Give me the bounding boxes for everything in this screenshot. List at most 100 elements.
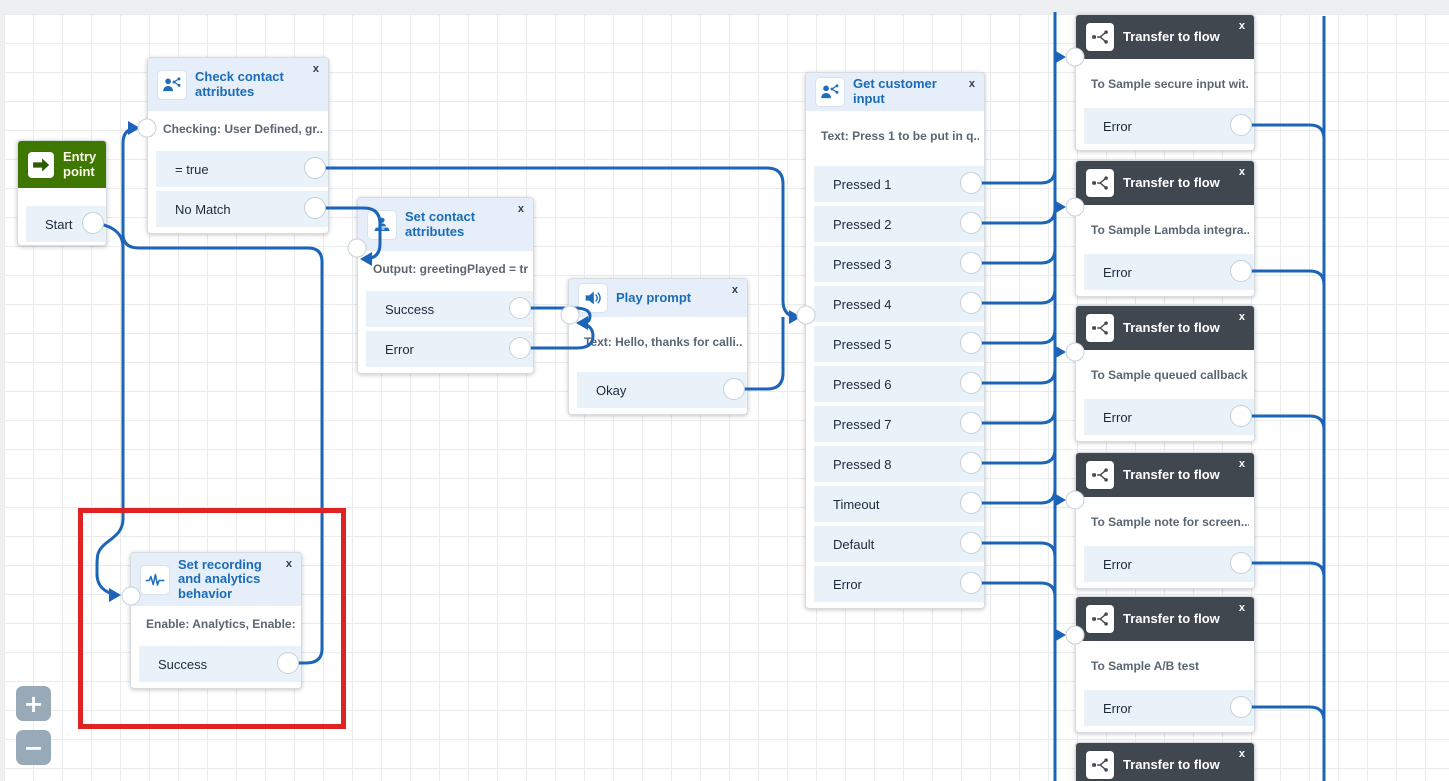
node-summary: To Sample A/B test: [1091, 659, 1200, 673]
transfer-icon: [1086, 605, 1114, 633]
close-icon[interactable]: x: [1238, 166, 1245, 178]
output-label: Pressed 2: [833, 216, 892, 232]
node-title: Transfer to flow: [1123, 466, 1220, 482]
node-title: Transfer to flow: [1123, 174, 1220, 190]
node-header[interactable]: Transfer to flow x: [1076, 161, 1254, 205]
output-row-pressed-2: Pressed 2: [814, 206, 984, 242]
node-header[interactable]: Transfer to flow x: [1076, 453, 1254, 497]
output-row-error: Error: [1084, 546, 1254, 582]
output-row-true: = true: [156, 151, 328, 187]
output-label: Error: [833, 576, 862, 592]
output-row-default: Default: [814, 526, 984, 562]
output-label: Error: [1103, 264, 1132, 280]
output-label: Error: [1103, 700, 1132, 716]
user-branch-icon: [816, 78, 844, 106]
output-label: Error: [385, 341, 414, 357]
output-row-error: Error: [1084, 108, 1254, 144]
output-label: Pressed 8: [833, 456, 892, 472]
node-title: Transfer to flow: [1123, 28, 1220, 44]
output-label: Pressed 4: [833, 296, 892, 312]
node-transfer-to-flow-4[interactable]: Transfer to flow x To Sample note for scre…: [1075, 452, 1255, 589]
output-label: Okay: [596, 382, 627, 398]
close-icon[interactable]: x: [1238, 602, 1245, 614]
node-header[interactable]: Entry point: [18, 141, 106, 188]
output-row-success: Success: [366, 291, 533, 327]
transfer-icon: [1086, 751, 1114, 779]
output-row-no-match: No Match: [156, 191, 328, 227]
output-label: Error: [1103, 409, 1132, 425]
output-label: Timeout: [833, 496, 880, 512]
node-summary: Checking: User Defined, gr...: [163, 122, 323, 136]
canvas-left-edge: [0, 0, 4, 781]
close-icon[interactable]: x: [968, 78, 975, 90]
close-icon[interactable]: x: [1238, 748, 1245, 760]
node-summary: Output: greetingPlayed = tr...: [373, 262, 528, 276]
node-transfer-to-flow-6[interactable]: Transfer to flow x: [1075, 742, 1255, 781]
output-label: = true: [175, 161, 209, 177]
transfer-icon: [1086, 23, 1114, 51]
node-transfer-to-flow-2[interactable]: Transfer to flow x To Sample Lambda integr…: [1075, 160, 1255, 297]
output-label: Start: [45, 216, 73, 232]
close-icon[interactable]: x: [1238, 458, 1245, 470]
minus-icon: −: [23, 733, 44, 762]
node-summary: To Sample Lambda integra...: [1091, 223, 1249, 237]
output-label: No Match: [175, 201, 231, 217]
node-title: Transfer to flow: [1123, 319, 1220, 335]
output-label: Default: [833, 536, 875, 552]
entry-arrow-icon: [28, 151, 54, 178]
output-row-start: Start: [26, 206, 106, 242]
close-icon[interactable]: x: [1238, 311, 1245, 323]
node-title: Transfer to flow: [1123, 610, 1220, 626]
node-header[interactable]: Transfer to flow x: [1076, 597, 1254, 641]
zoom-out-button[interactable]: −: [16, 730, 51, 765]
output-label: Pressed 7: [833, 416, 892, 432]
output-row-pressed-3: Pressed 3: [814, 246, 984, 282]
node-header[interactable]: Transfer to flow x: [1076, 15, 1254, 59]
output-label: Success: [385, 301, 435, 317]
node-header[interactable]: Transfer to flow x: [1076, 306, 1254, 350]
node-title: Transfer to flow: [1123, 756, 1220, 772]
user-laptop-icon: [368, 210, 396, 239]
output-row-timeout: Timeout: [814, 486, 984, 522]
transfer-icon: [1086, 314, 1114, 342]
close-icon[interactable]: x: [1238, 20, 1245, 32]
output-row-okay: Okay: [577, 372, 747, 408]
user-branch-icon: [158, 70, 186, 99]
output-row-pressed-4: Pressed 4: [814, 286, 984, 322]
transfer-icon: [1086, 169, 1114, 197]
node-header[interactable]: Check contact attributes x: [148, 58, 328, 111]
node-title: Entry point: [63, 148, 97, 179]
zoom-in-button[interactable]: +: [16, 686, 51, 721]
output-label: Pressed 3: [833, 256, 892, 272]
output-label: Pressed 6: [833, 376, 892, 392]
speaker-icon: [579, 284, 607, 312]
output-label: Error: [1103, 556, 1132, 572]
node-title: Get customer input: [853, 76, 937, 106]
highlight-rectangle: [78, 508, 346, 729]
output-label: Pressed 1: [833, 176, 892, 192]
node-summary: To Sample note for screen...: [1091, 515, 1249, 529]
close-icon[interactable]: x: [312, 63, 319, 75]
output-row-pressed-6: Pressed 6: [814, 366, 984, 402]
node-title: Check contact attributes: [195, 68, 284, 99]
close-icon[interactable]: x: [731, 284, 738, 296]
output-label: Pressed 5: [833, 336, 892, 352]
output-row-error: Error: [1084, 399, 1254, 435]
node-header[interactable]: Get customer input x: [806, 73, 984, 111]
plus-icon: +: [23, 689, 44, 718]
close-icon[interactable]: x: [517, 203, 524, 215]
node-summary: Text: Hello, thanks for calli...: [584, 335, 742, 349]
node-header[interactable]: Transfer to flow x: [1076, 743, 1254, 781]
output-row-pressed-7: Pressed 7: [814, 406, 984, 442]
